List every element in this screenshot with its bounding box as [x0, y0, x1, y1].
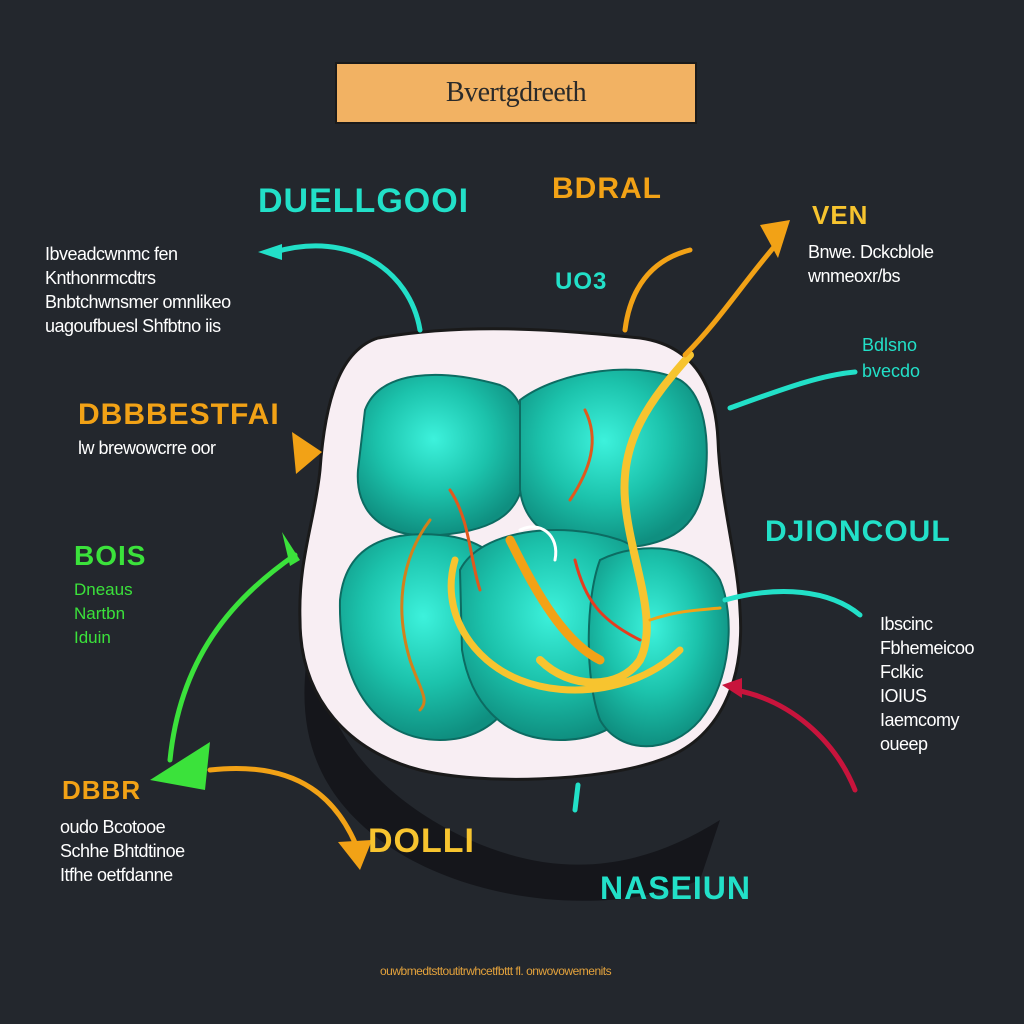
connector-right-small	[727, 369, 858, 411]
label-left-green-head: BOIS	[74, 540, 147, 571]
label-right-small: Bdlsno bvecdo	[862, 332, 920, 384]
connector-lower-right	[732, 687, 858, 793]
arrowhead-mid-left	[292, 432, 322, 474]
label-mid-left-body: lw brewowcrre oor	[78, 438, 216, 458]
label-top-right-body: Bnwe. Dckcblole wnmeoxr/bs	[808, 240, 934, 288]
upper-left-lobe	[356, 373, 528, 537]
text-line: IOIUS	[880, 686, 927, 706]
connector-bottom-center	[572, 782, 581, 813]
text-line: Ibveadcwnmc fen	[45, 244, 178, 264]
text-line: Nartbn	[74, 604, 126, 623]
text-line: Bnbtchwnsmer omnlikeo	[45, 292, 231, 312]
text-line: Fclkic	[880, 662, 924, 682]
text-line: Ibscinc	[880, 614, 933, 634]
label-right-head: DJIONCOUL	[765, 515, 951, 548]
connector-left-green	[167, 552, 298, 763]
text-line: Knthonrmcdtrs	[45, 268, 156, 288]
text-line: Bdlsno	[862, 335, 918, 355]
text-line: oueep	[880, 734, 928, 754]
text-line: oudo Bcotooe	[60, 817, 166, 837]
title-box: Bvertgdreeth	[335, 62, 697, 124]
arrowhead-green-bottom	[150, 742, 210, 790]
label-bottom-right-head: NASEIUN	[600, 870, 752, 906]
text-line: Iduin	[74, 628, 111, 647]
label-top-left-body: Ibveadcwnmc fen Knthonrmcdtrs Bnbtchwnsm…	[45, 242, 231, 338]
arrowhead-bottom-left	[338, 840, 372, 870]
connector-right	[722, 589, 863, 618]
label-bottom-left-body: oudo Bcotooe Schhe Bhtdtinoe Itfhe oetfd…	[60, 815, 185, 887]
text-line: Schhe Bhtdtinoe	[60, 841, 185, 861]
arrowhead-top-right	[760, 220, 790, 258]
label-mid-left-head: DBBBESTFAI	[78, 398, 280, 431]
arrowhead-top-left	[258, 244, 282, 260]
arrowhead-lower-right	[722, 678, 742, 698]
text-line: Itfhe oetfdanne	[60, 865, 173, 885]
text-line: Fbhemeicoo	[880, 638, 975, 658]
label-top-right-head: VEN	[812, 200, 869, 230]
label-left-green-body: Dneaus Nartbn Iduin	[74, 578, 133, 650]
organ-shadow	[304, 600, 720, 901]
lower-right-lobe	[587, 547, 730, 748]
upper-right-lobe	[519, 368, 708, 550]
internal-vessels	[400, 351, 722, 712]
footer-text: ouwbmedtsttoutitrwhcetfbttt fl. onwovowe…	[380, 964, 612, 978]
label-top-center-head: BDRAL	[552, 172, 662, 205]
label-bottom-center-head: DOLLI	[368, 822, 475, 860]
arrowhead-green-top	[282, 532, 300, 566]
organ-lobes	[338, 368, 730, 748]
text-line: bvecdo	[862, 361, 921, 381]
connector-top-center	[622, 247, 693, 333]
connector-top-left	[272, 243, 423, 333]
text-line: Bnwe. Dckcblole	[808, 242, 934, 262]
label-top-left-head: DUELLGOOI	[258, 182, 470, 220]
connectors	[150, 220, 863, 870]
text-line: Iaemcomy	[880, 710, 960, 730]
connector-top-right	[682, 237, 783, 358]
connector-bottom-left	[207, 766, 363, 858]
label-top-center-sub: UO3	[555, 268, 608, 295]
label-right-body: Ibscinc Fbhemeicoo Fclkic IOIUS Iaemcomy…	[880, 612, 975, 756]
text-line: wnmeoxr/bs	[808, 266, 901, 286]
label-bottom-left-head: DBBR	[62, 775, 142, 805]
text-line: uagoufbuesl Shfbtno iis	[45, 316, 221, 336]
text-line: Dneaus	[74, 580, 133, 599]
page-title: Bvertgdreeth	[445, 77, 587, 108]
